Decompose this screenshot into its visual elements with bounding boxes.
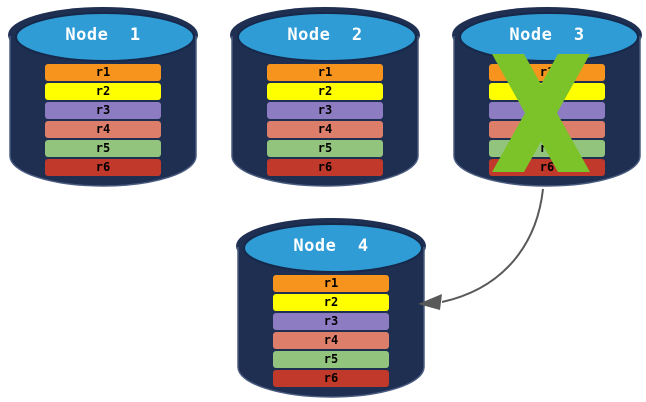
replica-row-r4: r4 — [45, 121, 161, 138]
replica-row-r5: r5 — [267, 140, 383, 157]
node-2: Node 2 r1 r2 r3 r4 r5 r6 — [230, 6, 420, 190]
replica-row-r2: r2 — [267, 83, 383, 100]
replica-row-r6: r6 — [45, 159, 161, 176]
replica-rows: r1 r2 r3 r4 r5 r6 — [273, 275, 389, 389]
replica-row-r5: r5 — [273, 351, 389, 368]
replica-row-r2: r2 — [45, 83, 161, 100]
replica-row-r4: r4 — [267, 121, 383, 138]
replica-row-r6: r6 — [273, 370, 389, 387]
x-mark-icon — [492, 54, 590, 172]
replica-row-r6: r6 — [267, 159, 383, 176]
node-4: Node 4 r1 r2 r3 r4 r5 r6 — [236, 217, 426, 401]
node-1: Node 1 r1 r2 r3 r4 r5 r6 — [8, 6, 198, 190]
replica-row-r1: r1 — [273, 275, 389, 292]
curved-arrow-icon — [418, 188, 544, 310]
replica-row-r3: r3 — [267, 102, 383, 119]
node-title: Node 2 — [287, 25, 363, 45]
node-title: Node 1 — [65, 25, 141, 45]
replica-row-r1: r1 — [267, 64, 383, 81]
node-title: Node 4 — [293, 236, 369, 256]
node-3: Node 3 r1 r2 r3 r4 r5 r6 — [452, 6, 642, 190]
replica-row-r3: r3 — [273, 313, 389, 330]
replica-rows: r1 r2 r3 r4 r5 r6 — [267, 64, 383, 178]
replica-rows: r1 r2 r3 r4 r5 r6 — [45, 64, 161, 178]
replica-row-r4: r4 — [273, 332, 389, 349]
node-title: Node 3 — [509, 25, 585, 45]
replica-row-r5: r5 — [45, 140, 161, 157]
replica-row-r3: r3 — [45, 102, 161, 119]
replica-row-r1: r1 — [45, 64, 161, 81]
replica-row-r2: r2 — [273, 294, 389, 311]
